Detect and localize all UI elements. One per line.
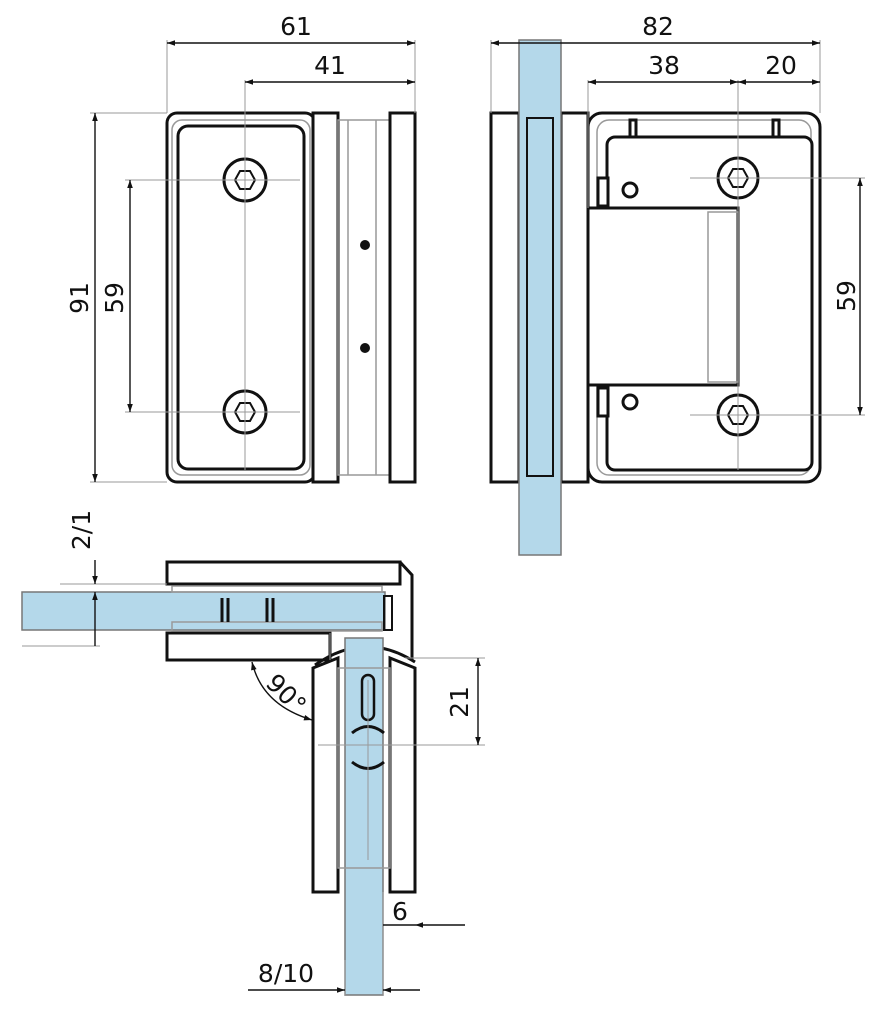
- dim-side-body-width: 38: [648, 51, 680, 80]
- dim-pivot: 21: [445, 686, 474, 718]
- dim-offset: 2/1: [67, 510, 96, 550]
- dim-side-edge-width: 20: [765, 51, 797, 80]
- glass-panel-horizontal: [21, 591, 386, 631]
- dim-front-width: 61: [280, 12, 312, 41]
- front-view: 61 41 91 59: [65, 12, 417, 484]
- dim-gap: 6: [392, 897, 408, 926]
- dim-front-height: 91: [65, 282, 94, 314]
- glass-panel-vertical: [344, 637, 384, 996]
- dim-front-hole-width: 41: [314, 51, 346, 80]
- dim-side-width: 82: [642, 12, 674, 41]
- dim-side-hole-spacing: 59: [832, 280, 861, 312]
- side-view: 82 38 20 59: [489, 12, 865, 556]
- dim-angle: 90°: [260, 668, 312, 720]
- dim-front-hole-spacing: 59: [100, 282, 129, 314]
- top-view: 2/1 90° 21 6 8/10: [21, 510, 485, 996]
- dim-glass-thickness: 8/10: [258, 959, 314, 988]
